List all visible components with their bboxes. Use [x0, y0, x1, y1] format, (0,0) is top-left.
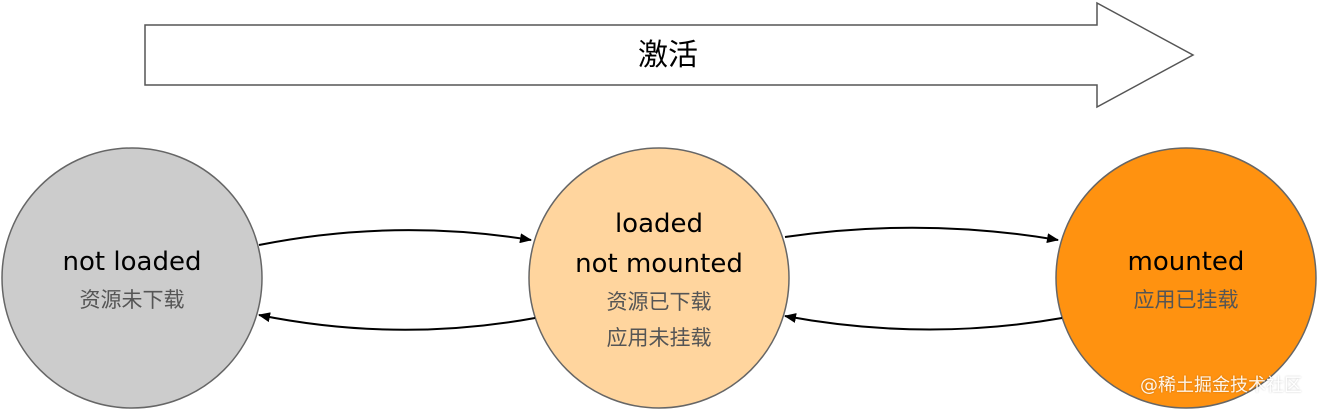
state-circle-mounted — [1055, 147, 1317, 409]
state-circle-loaded-not-mounted — [528, 147, 790, 409]
state-label-not-loaded: not loaded 资源未下载 — [22, 242, 242, 318]
connector-loaded-to-notloaded — [258, 312, 536, 331]
connector-notloaded-to-loaded — [258, 229, 532, 246]
state-en-text: loaded — [614, 209, 704, 239]
state-label-loaded-not-mounted: loaded not mounted 资源已下载 应用未挂载 — [548, 204, 770, 356]
state-zh-text: 资源未下载 — [79, 288, 185, 312]
state-circle-not-loaded — [1, 147, 263, 409]
state-en-text: not mounted — [575, 249, 743, 279]
state-zh-text: 应用未挂载 — [606, 326, 712, 350]
connector-loaded-to-mounted — [784, 226, 1059, 244]
activate-arrow-shape — [144, 1, 1195, 109]
state-zh-text: 资源已下载 — [606, 290, 712, 314]
activate-arrow-label: 激活 — [638, 38, 698, 73]
state-en-text: not loaded — [62, 247, 202, 277]
state-label-mounted: mounted 应用已挂载 — [1075, 242, 1297, 318]
connector-mounted-to-loaded — [784, 313, 1063, 331]
state-en-text: mounted — [1127, 247, 1245, 277]
watermark: @稀土掘金技术社区 — [1140, 375, 1302, 396]
state-zh-text: 应用已挂载 — [1133, 288, 1239, 312]
